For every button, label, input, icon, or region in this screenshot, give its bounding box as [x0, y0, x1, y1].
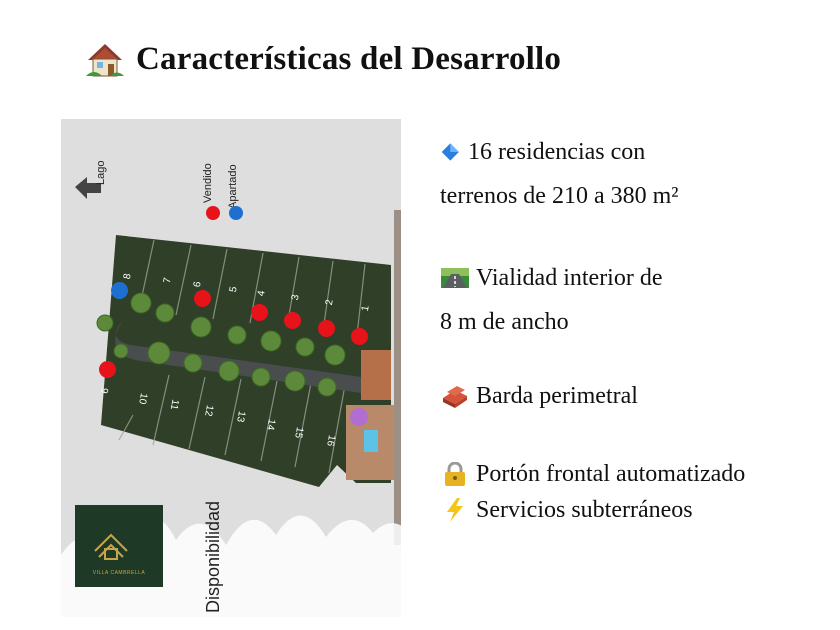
feature-residences: 16 residencias con terrenos de 210 a 380… [440, 130, 678, 218]
lot-number: 15 [292, 426, 305, 439]
legend-sold-label: Vendido [202, 163, 214, 203]
feature-line: 8 m de ancho [440, 309, 569, 335]
lot-number: 10 [136, 392, 149, 405]
legend-reserved-label: Apartado [227, 164, 239, 209]
legend-reserved-dot [229, 206, 243, 220]
lot-number: 16 [324, 434, 337, 447]
lot-sold-marker [318, 320, 335, 337]
road-icon [441, 268, 469, 288]
site-plan-svg [61, 105, 407, 617]
feature-line: Barda perimetral [476, 383, 638, 409]
logo-text: VILLA CAMBRELLA [92, 570, 146, 576]
house-icon [84, 38, 126, 80]
logo [75, 505, 163, 587]
lot-sold-marker [99, 361, 116, 378]
lock-icon [445, 462, 465, 486]
feature-line: Portón frontal automatizado [476, 461, 746, 487]
road-trees [96, 292, 346, 397]
lot-number: 11 [167, 398, 181, 411]
arrow-left-icon [75, 177, 101, 199]
lot-number: 12 [202, 404, 215, 417]
lot-reserved-marker [111, 282, 128, 299]
lot-number: 14 [264, 418, 277, 431]
site-map: Lago Vendido Apartado 1 2 3 4 5 6 7 8 9 … [61, 105, 407, 617]
title-text: Características del Desarrollo [136, 40, 562, 77]
lightning-icon [447, 498, 463, 522]
lot-sold-marker [194, 290, 211, 307]
feature-line: terrenos de 210 a 380 m² [440, 183, 679, 209]
feature-line: 16 residencias con [468, 139, 646, 165]
availability-label: Disponibilidad [203, 500, 223, 613]
pool [364, 430, 378, 452]
page-title: Características del Desarrollo [84, 38, 561, 80]
feature-services: Servicios subterráneos [440, 488, 693, 532]
lot-number: 13 [234, 410, 247, 423]
lot-sold-marker [351, 328, 368, 345]
lot-number: 9 [97, 386, 110, 395]
feature-line: Vialidad interior de [476, 265, 663, 291]
feature-gate: Portón frontal automatizado [440, 452, 745, 496]
lot-sold-marker [284, 312, 301, 329]
entrance-building [361, 350, 391, 400]
bricks-icon [443, 386, 467, 408]
feature-wall: Barda perimetral [440, 374, 638, 418]
feature-line: Servicios subterráneos [476, 497, 693, 523]
legend-sold-dot [206, 206, 220, 220]
feature-road: Vialidad interior de 8 m de ancho [440, 256, 663, 344]
direction-label: Lago [95, 160, 107, 185]
blue-diamond-icon [441, 143, 459, 161]
lot-sold-marker [251, 304, 268, 321]
